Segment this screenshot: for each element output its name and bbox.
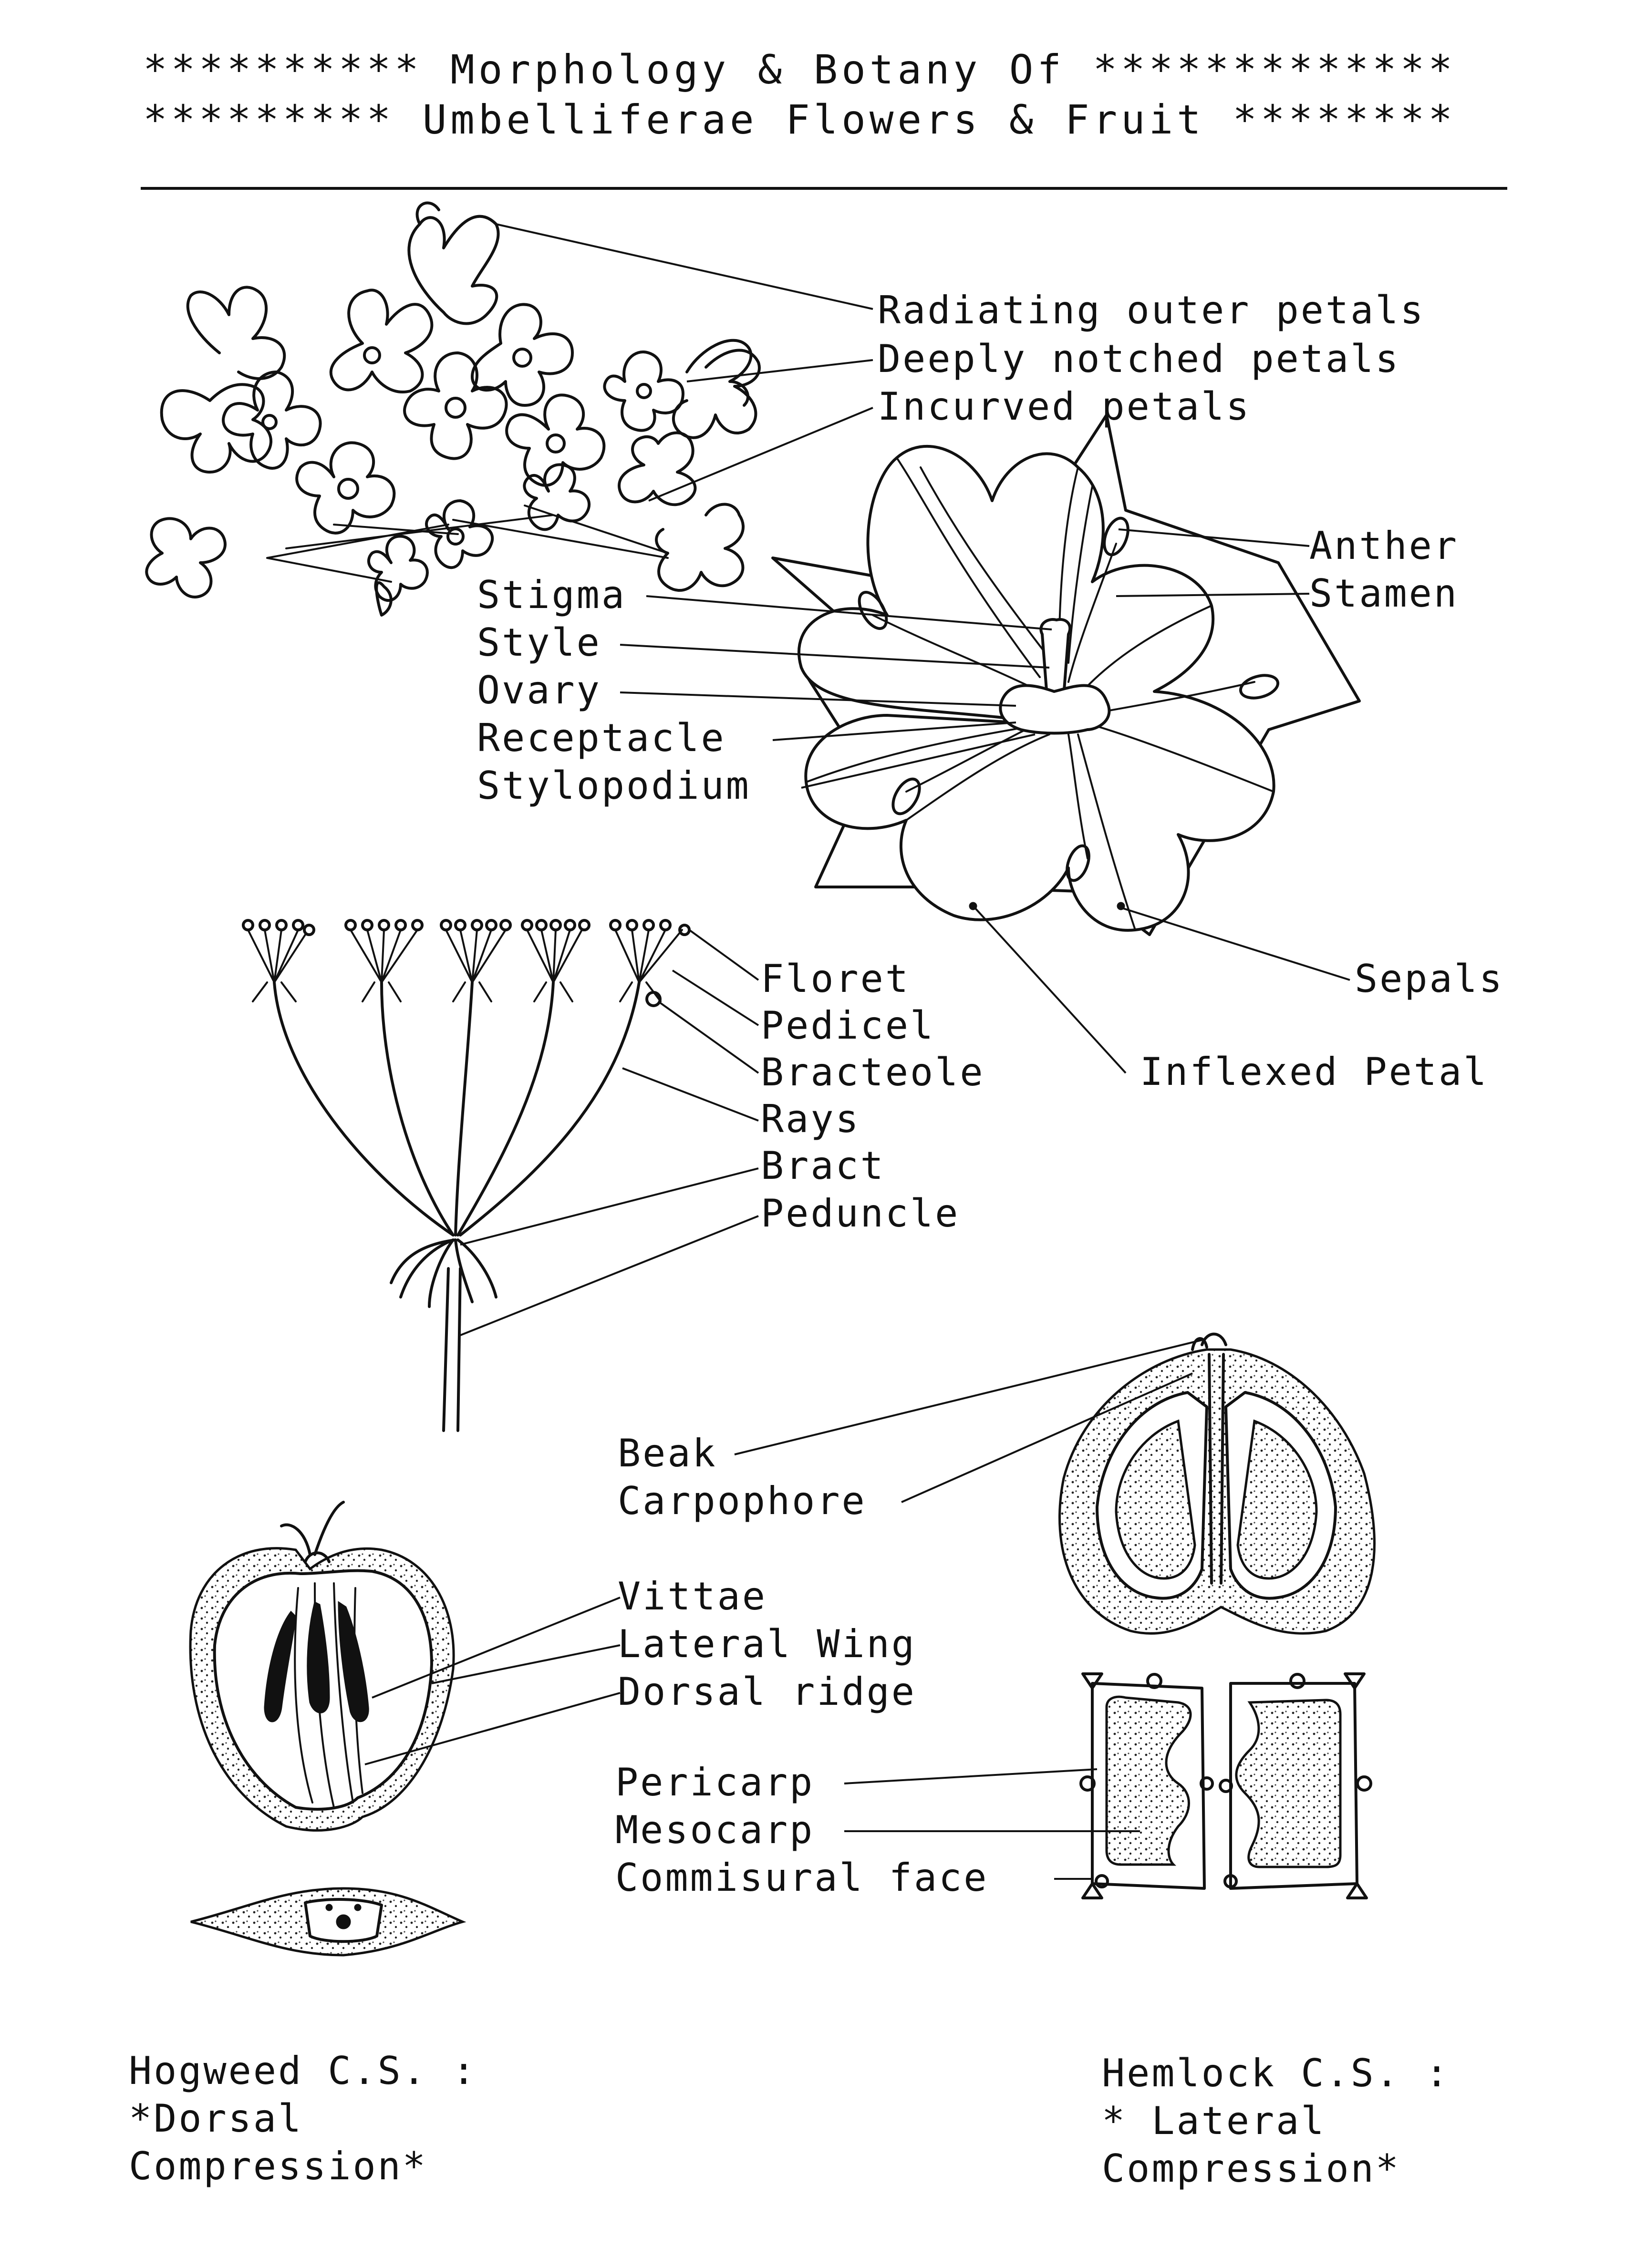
floret-group <box>242 919 691 1007</box>
label-incurved-petals: Incurved petals <box>878 384 1251 429</box>
fruit-labels: Beak Carpophore Vittae Lateral Wing Dors… <box>615 1431 988 1900</box>
label-bracteole: Bracteole <box>761 1050 984 1094</box>
label-dorsal-ridge: Dorsal ridge <box>618 1670 916 1714</box>
label-stigma: Stigma <box>477 573 626 617</box>
title-line-1: ********** Morphology & Botany Of ******… <box>143 46 1456 93</box>
caption-hemlock-line-1: Hemlock C.S. : <box>1102 2051 1450 2095</box>
umbel-head-drawing <box>145 201 761 617</box>
label-ovary: Ovary <box>477 668 601 712</box>
hemlock-cross-section <box>1079 1672 1372 1899</box>
label-inflexed-petal: Inflexed Petal <box>1140 1050 1488 1094</box>
title-block: ********** Morphology & Botany Of ******… <box>141 46 1507 190</box>
caption-hemlock-line-3: Compression* <box>1102 2146 1400 2191</box>
anther <box>1103 516 1129 557</box>
stylopodium-receptacle <box>999 684 1111 735</box>
caption-hogweed-line-3: Compression* <box>129 2144 427 2188</box>
title-line-2: ********* Umbelliferae Flowers & Fruit *… <box>143 96 1456 143</box>
label-anther: Anther <box>1309 524 1459 568</box>
caption-hemlock-line-2: * Lateral <box>1102 2099 1326 2143</box>
peduncle <box>442 1267 462 1432</box>
bract <box>390 1238 497 1308</box>
carpophore <box>1208 1353 1225 1585</box>
label-floret: Floret <box>761 957 910 1001</box>
label-commisural-face: Commisural face <box>615 1856 988 1900</box>
label-rays: Rays <box>761 1097 860 1141</box>
hogweed-fruit-drawing <box>189 1501 466 1957</box>
hemlock-fruit-drawing <box>1058 1332 1376 1899</box>
single-flower-drawing <box>771 413 1361 936</box>
label-style: Style <box>477 620 601 665</box>
label-lateral-wing: Lateral Wing <box>618 1622 916 1666</box>
label-bract: Bract <box>761 1144 885 1188</box>
label-stylopodium: Stylopodium <box>477 763 751 808</box>
leader-lines <box>364 223 1350 1880</box>
umbel-structure-drawing <box>242 919 691 1432</box>
umbel-labels: Floret Pedicel Bracteole Rays Bract Pedu… <box>761 957 984 1236</box>
label-deeply-notched-petals: Deeply notched petals <box>878 337 1400 381</box>
bracteole <box>645 991 662 1007</box>
flower-labels: Radiating outer petals Deeply notched pe… <box>477 288 1504 1094</box>
label-pedicel: Pedicel <box>761 1003 935 1048</box>
label-mesocarp: Mesocarp <box>615 1808 814 1852</box>
label-radiating-outer-petals: Radiating outer petals <box>878 288 1425 332</box>
label-sepals: Sepals <box>1355 957 1504 1001</box>
deeply-notched-petal <box>685 339 753 407</box>
label-peduncle: Peduncle <box>761 1191 960 1236</box>
style-and-stigma <box>1039 618 1072 698</box>
label-beak: Beak <box>618 1431 717 1475</box>
radiating-outer-petal <box>407 215 500 325</box>
captions: Hogweed C.S. : *Dorsal Compression* Heml… <box>129 2049 1450 2191</box>
label-pericarp: Pericarp <box>615 1760 814 1804</box>
caption-hogweed-line-2: *Dorsal <box>129 2096 303 2141</box>
floret-cluster <box>222 289 697 602</box>
rays <box>273 981 641 1237</box>
side-outer-petal-left <box>160 383 273 474</box>
label-carpophore: Carpophore <box>618 1479 867 1523</box>
caption-hogweed-line-1: Hogweed C.S. : <box>129 2049 477 2093</box>
label-stamen: Stamen <box>1309 571 1459 616</box>
label-vittae: Vittae <box>618 1574 767 1619</box>
label-receptacle: Receptacle <box>477 716 726 760</box>
